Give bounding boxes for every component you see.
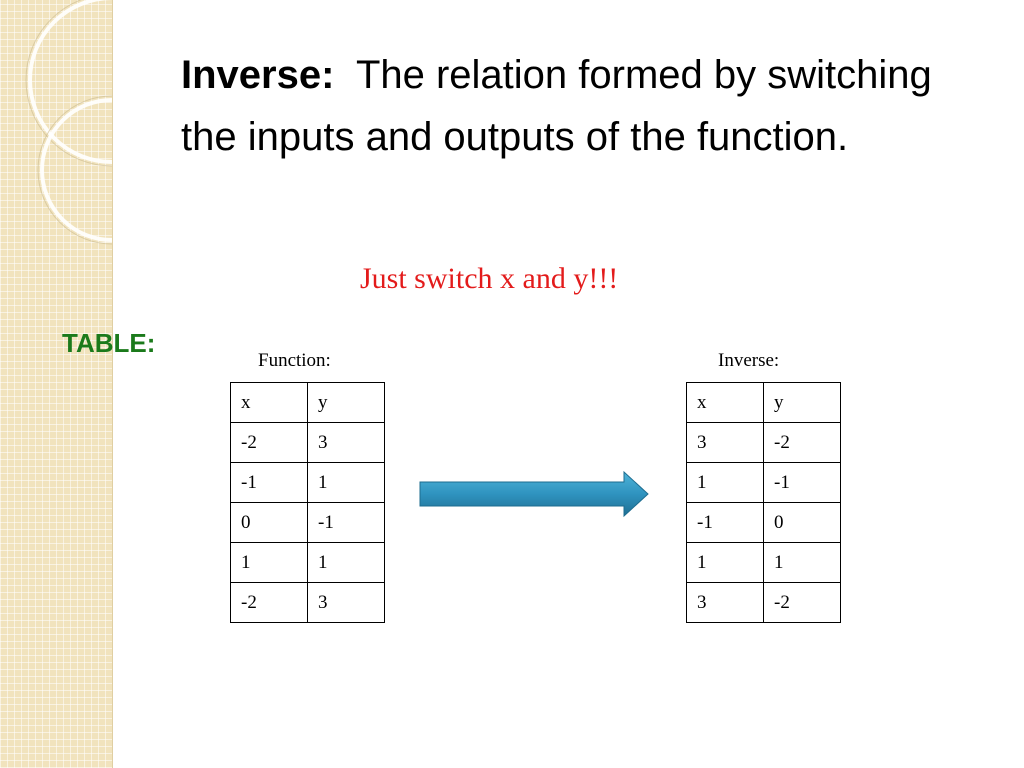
- cell-x: 1: [686, 462, 764, 503]
- table-row: -1 1: [230, 462, 385, 503]
- cell-x: 1: [686, 542, 764, 583]
- cell-y: 1: [307, 462, 385, 503]
- header-cell-y: y: [307, 382, 385, 423]
- decorative-side-strip: [0, 0, 113, 768]
- cell-y: 1: [763, 542, 841, 583]
- cell-x: -1: [230, 462, 308, 503]
- table-header-row: x y: [686, 382, 841, 423]
- function-table-caption: Function:: [258, 350, 331, 371]
- table-row: 1 1: [686, 542, 841, 583]
- cell-x: -2: [230, 422, 308, 463]
- table-header-row: x y: [230, 382, 385, 423]
- header-cell-x: x: [686, 382, 764, 423]
- table-row: 3 -2: [686, 422, 841, 463]
- cell-y: 0: [763, 502, 841, 543]
- title-definition: The relation formed by switching the inp…: [181, 53, 932, 159]
- cell-y: -1: [307, 502, 385, 543]
- cell-y: 3: [307, 582, 385, 623]
- cell-x: 0: [230, 502, 308, 543]
- table-row: -2 3: [230, 582, 385, 623]
- table-row: 0 -1: [230, 502, 385, 543]
- cell-y: -2: [763, 582, 841, 623]
- inverse-table-caption: Inverse:: [718, 350, 780, 371]
- slide-title: Inverse: The relation formed by switchin…: [181, 44, 961, 168]
- table-row: -1 0: [686, 502, 841, 543]
- inverse-table: x y 3 -2 1 -1 -1 0 1 1 3 -2: [686, 382, 841, 623]
- header-cell-x: x: [230, 382, 308, 423]
- header-cell-y: y: [763, 382, 841, 423]
- cell-x: 1: [230, 542, 308, 583]
- decorative-rings: [25, 0, 112, 245]
- tagline: Just switch x and y!!!: [360, 262, 619, 295]
- table-row: 3 -2: [686, 582, 841, 623]
- right-arrow-icon: [419, 470, 649, 518]
- cell-x: -1: [686, 502, 764, 543]
- title-term: Inverse:: [181, 53, 335, 97]
- cell-x: 3: [686, 582, 764, 623]
- function-table: x y -2 3 -1 1 0 -1 1 1 -2 3: [230, 382, 385, 623]
- table-row: 1 -1: [686, 462, 841, 503]
- cell-x: -2: [230, 582, 308, 623]
- table-row: -2 3: [230, 422, 385, 463]
- table-row: 1 1: [230, 542, 385, 583]
- cell-y: 3: [307, 422, 385, 463]
- table-label: TABLE:: [62, 328, 156, 358]
- cell-y: -2: [763, 422, 841, 463]
- cell-x: 3: [686, 422, 764, 463]
- cell-y: 1: [307, 542, 385, 583]
- cell-y: -1: [763, 462, 841, 503]
